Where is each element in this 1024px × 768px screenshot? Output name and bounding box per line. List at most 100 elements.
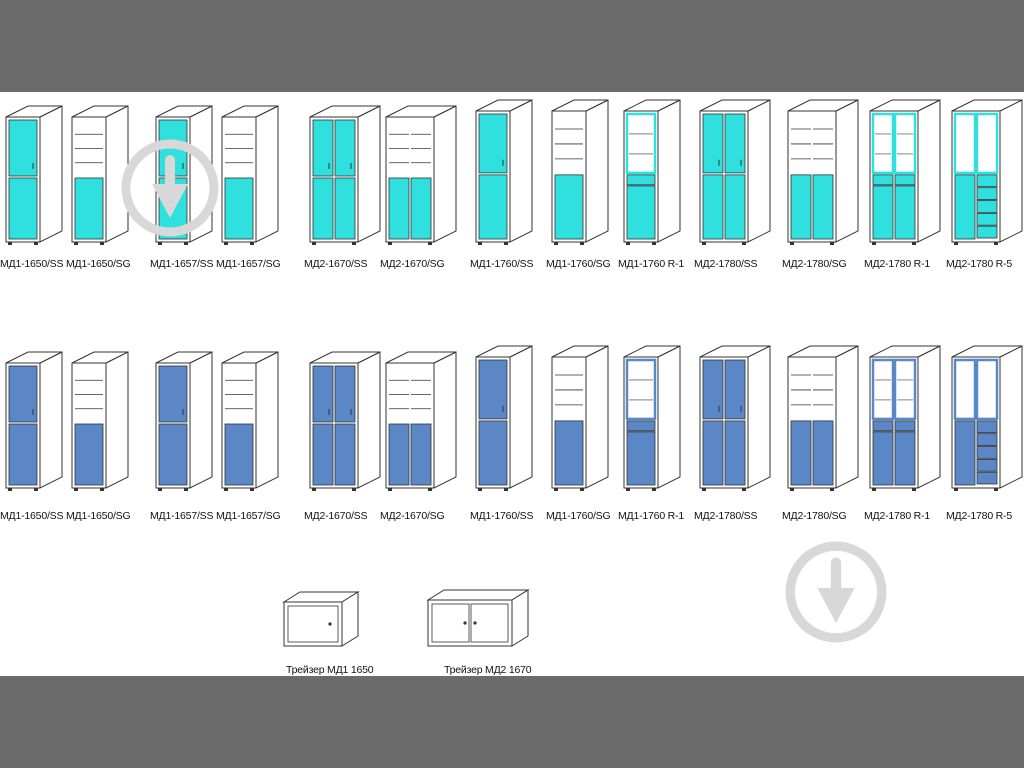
cabinet-drawer [976,187,998,200]
cabinet-item [699,99,776,246]
cabinet-door [334,177,356,240]
cabinet-side [917,345,941,489]
cabinet-item [385,351,462,492]
cabinet-door [410,423,432,486]
trailer-model-label: Трейзер МД1 1650 [286,664,374,676]
cabinet-drawing [623,345,681,491]
cabinet-foot [626,242,630,245]
cabinet-foot [872,242,876,245]
cabinet-model-label: МД1-1760 R-1 [618,510,684,522]
cabinet-model-label: МД2-1780/SG [782,258,847,270]
cabinet-foot [352,488,356,491]
glass-door [871,112,895,175]
cabinet-drawer [872,174,894,186]
cabinet-foot [554,242,558,245]
cabinet-item [475,345,552,492]
trailer-side [341,591,359,647]
cabinet-door [894,185,916,240]
cabinet-drawing [71,105,129,245]
cabinet-door [312,423,334,486]
door-knob [463,621,467,625]
cabinet-door [954,420,976,486]
cabinet-foot [912,488,916,491]
cabinet-door [312,177,334,240]
cabinet-item [951,99,1024,246]
cabinet-foot [580,488,584,491]
cabinet-side [39,105,63,243]
cabinet-door [702,113,724,174]
cabinet-foot [872,488,876,491]
cabinet-drawer [976,471,998,485]
trailer-door [287,605,339,643]
cabinet-side [357,105,381,243]
cabinet-door [312,365,334,423]
cabinet-foot [478,488,482,491]
cabinet-item [787,99,864,246]
cabinet-model-label: МД2-1670/SG [380,510,445,522]
cabinet-door [872,431,894,486]
cabinet-item [309,105,386,246]
cabinet-foot [580,242,584,245]
cabinet-model-label: МД2-1670/SS [304,258,368,270]
cabinet-model-label: МД1-1650/SG [66,258,131,270]
watermark-download-icon [120,138,220,238]
cabinet-door [312,119,334,177]
cabinet-drawer [976,433,998,446]
cabinet-item [623,99,700,246]
glass-door [975,358,999,421]
cabinet-side [835,99,859,243]
cabinet-foot [652,242,656,245]
cabinet-foot [184,488,188,491]
cabinet-side [39,351,63,489]
cabinet-side [747,345,771,489]
door-knob [473,621,477,625]
cabinet-model-label: МД2-1780/SS [694,510,758,522]
cabinet-foot [312,242,316,245]
trailer-model-label: Трейзер МД2 1670 [444,664,532,676]
cabinet-foot [954,488,958,491]
glass-door [625,358,657,421]
cabinet-item [787,345,864,492]
cabinet-model-label: МД1-1760/SG [546,258,611,270]
cabinet-foot [790,242,794,245]
cabinet-foot [388,242,392,245]
cabinet-door [8,365,38,423]
glass-door [953,112,977,175]
cabinet-drawing [869,99,941,245]
cabinet-foot [74,242,78,245]
cabinet-drawing [787,345,859,491]
cabinet-drawer [976,212,998,226]
cabinet-model-label: МД2-1780 R-1 [864,510,930,522]
cabinet-door [478,359,508,420]
trailer-side [511,589,529,647]
cabinet-door [812,174,834,240]
cabinet-drawing [309,105,381,245]
cabinet-door [702,420,724,486]
cabinet-door [872,185,894,240]
cabinet-model-label: МД1-1760/SG [546,510,611,522]
cabinet-side [747,99,771,243]
cabinet-door [8,423,38,486]
cabinet-drawing [155,351,213,491]
cabinet-side [999,99,1023,243]
cabinet-item [71,105,148,246]
cabinet-drawing [71,351,129,491]
cabinet-item [309,351,386,492]
cabinet-foot [100,242,104,245]
glass-door [625,112,657,175]
cabinet-door [74,423,104,486]
cabinet-foot [702,488,706,491]
cabinet-drawer [894,420,916,432]
cabinet-model-label: МД2-1780 R-5 [946,258,1012,270]
cabinet-foot [158,242,162,245]
cabinet-side [433,105,457,243]
cabinet-foot [702,242,706,245]
cabinet-side [433,351,457,489]
cabinet-drawing [551,345,609,491]
cabinet-door [224,423,254,486]
cabinet-door [724,174,746,240]
cabinet-door [478,174,508,240]
cabinet-door [702,174,724,240]
cabinet-drawer [894,174,916,186]
cabinet-model-label: МД2-1670/SS [304,510,368,522]
